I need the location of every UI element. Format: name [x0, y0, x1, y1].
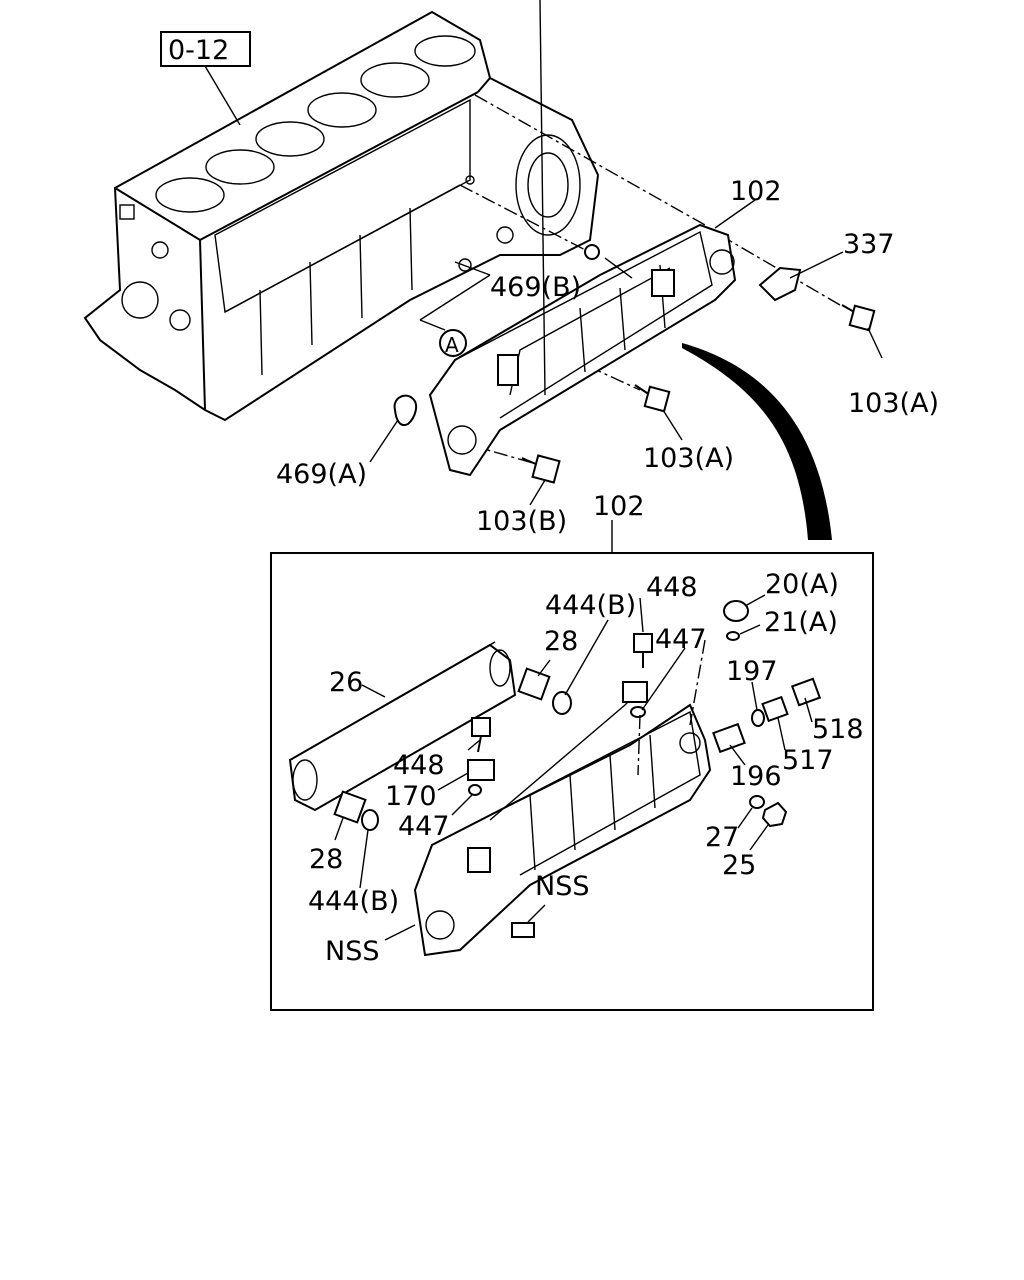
- label-444b-top: 444(B): [545, 590, 636, 621]
- bolt-448-mid: [471, 717, 491, 753]
- label-337: 337: [843, 229, 895, 260]
- detail-marker-label: A: [445, 333, 459, 357]
- label-25: 25: [722, 850, 756, 881]
- label-170: 170: [385, 781, 437, 812]
- label-20a: 20(A): [765, 569, 839, 600]
- label-469b: 469(B): [490, 272, 581, 303]
- nut-25: [761, 801, 788, 828]
- oring-469b: [584, 244, 600, 260]
- label-102-top: 102: [730, 176, 782, 207]
- label-518: 518: [812, 714, 864, 745]
- gasket-469a: [393, 394, 418, 426]
- spring-517: [761, 695, 789, 723]
- label-447-mid: 447: [398, 811, 450, 842]
- label-103a-mid: 103(A): [643, 443, 734, 474]
- plug-20a: [723, 600, 749, 622]
- valve-196: [712, 722, 746, 754]
- label-196: 196: [730, 761, 782, 792]
- label-197: 197: [726, 656, 778, 687]
- label-102-box: 102: [593, 491, 645, 522]
- oring-444b-top: [552, 691, 572, 715]
- label-28-top: 28: [544, 626, 578, 657]
- washer-27: [749, 795, 765, 809]
- bracket-337: [758, 266, 802, 302]
- bolt-448-top: [633, 633, 653, 668]
- oring-21a: [726, 631, 740, 641]
- gasket-28-bot: [333, 790, 367, 824]
- label-nss-right: NSS: [535, 871, 589, 902]
- label-27: 27: [705, 822, 739, 853]
- bolt-103b: [521, 454, 561, 484]
- bolt-103a-right: [841, 304, 876, 332]
- label-28-bot: 28: [309, 844, 343, 875]
- gasket-28-top: [517, 667, 551, 701]
- label-21a: 21(A): [764, 607, 838, 638]
- detail-arrow: [682, 343, 832, 540]
- detail-box: [270, 552, 874, 1011]
- washer-447-mid: [468, 784, 482, 796]
- oring-197: [751, 709, 765, 727]
- cooler-element-26: [288, 641, 517, 812]
- nameplate-nss: [511, 922, 535, 938]
- label-103b: 103(B): [476, 506, 567, 537]
- reference-label: 0-12: [168, 35, 229, 66]
- oring-444b-bot: [361, 809, 379, 831]
- label-nss-left: NSS: [325, 936, 379, 967]
- oil-cooler-top: [428, 0, 737, 477]
- label-447-top: 447: [655, 624, 707, 655]
- bolt-103a-mid: [634, 384, 671, 413]
- plug-518: [790, 677, 822, 707]
- label-517: 517: [782, 745, 834, 776]
- label-448-mid: 448: [393, 750, 445, 781]
- label-448-top: 448: [646, 572, 698, 603]
- oil-cooler-housing: [413, 681, 712, 957]
- label-444b-bot: 444(B): [308, 886, 399, 917]
- label-469a: 469(A): [276, 459, 367, 490]
- joint-170: [467, 759, 495, 781]
- engine-block: [83, 10, 600, 422]
- label-103a-right: 103(A): [848, 388, 939, 419]
- label-26: 26: [329, 667, 363, 698]
- detail-marker-circle: [439, 329, 467, 357]
